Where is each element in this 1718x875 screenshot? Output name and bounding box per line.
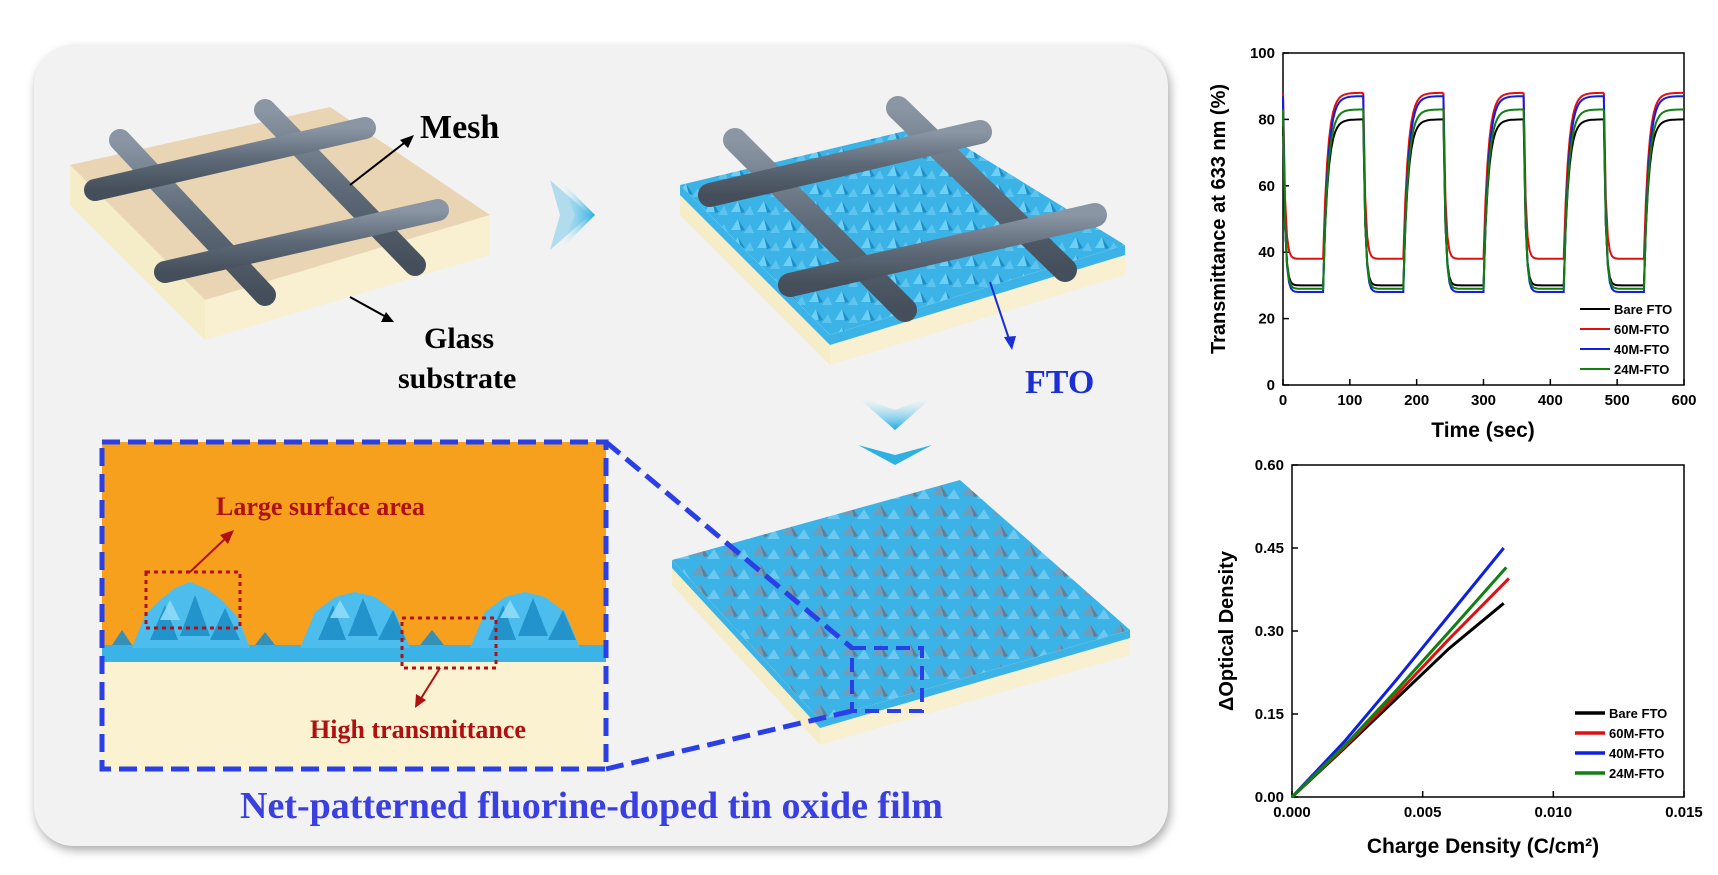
x-tick-label: 0.015 [1665,804,1703,821]
figure-caption: Net-patterned fluorine-doped tin oxide f… [240,785,943,827]
mesh-label: Mesh [420,109,499,146]
surface-area-box [144,570,242,630]
optical-density-chart: 0.000 0.005 0.010 0.015 0.00 0.15 0.30 0.45 0.60… [1216,457,1703,858]
legend-label: Bare FTO [1609,706,1667,721]
transmittance-chart: 0 100 200 300 400 500 600 0 20 40 60 80 100 Bare FTO… [1208,45,1697,442]
series-line [1282,108,1684,290]
chart2-ylabel: ΔOptical Density [1216,550,1238,711]
y-tick-label: 0.15 [1255,706,1284,723]
x-tick-label: 200 [1404,392,1429,409]
x-tick-label: 0.010 [1535,804,1573,821]
y-tick-label: 40 [1258,244,1275,261]
mesh-rod [109,129,276,306]
y-tick-label: 80 [1258,111,1275,128]
y-tick-label: 0.45 [1255,540,1284,557]
x-tick-label: 0.005 [1404,804,1442,821]
inset-frame [99,439,609,772]
mesh-rod [154,199,449,283]
legend-label: 40M-FTO [1614,342,1669,357]
legend-label: 60M-FTO [1614,322,1669,337]
series-line [1290,547,1505,799]
y-tick-label: 0.30 [1255,623,1284,640]
y-tick-label: 60 [1258,178,1275,195]
x-tick-label: 0.000 [1273,804,1311,821]
inset-zoom: Large surface area High transmittance [102,442,606,769]
chart2-xlabel: Charge Density (C/cm²) [1367,835,1599,858]
chart2-frame [1291,464,1685,798]
series-line [1290,566,1508,799]
mesh-rod [84,117,376,201]
glass-substrate-with-mesh [70,99,490,340]
series-line [1282,95,1684,293]
substrate-label: substrate [398,362,516,395]
series-line [1282,118,1684,287]
legend-label: 24M-FTO [1614,362,1669,377]
fto-with-mesh [680,96,1125,365]
x-tick-label: 0 [1279,392,1287,409]
chart1-xlabel: Time (sec) [1431,419,1535,442]
mesh-arrow [349,135,414,186]
zoom-connector [604,440,854,650]
x-tick-label: 300 [1471,392,1496,409]
y-tick-label: 0 [1267,377,1275,394]
legend-label: 60M-FTO [1609,726,1664,741]
process-arrow-down [855,395,935,430]
y-tick-label: 0.60 [1255,457,1284,474]
zoom-connector [605,708,853,772]
process-arrow-right [560,180,595,250]
legend-label: Bare FTO [1614,302,1672,317]
high-transmittance-label: High transmittance [310,715,526,744]
chart1-frame [1282,52,1685,386]
x-tick-label: 400 [1538,392,1563,409]
chart1-ylabel: Transmittance at 633 nm (%) [1208,84,1230,354]
zoom-region [850,646,924,713]
legend-label: 24M-FTO [1609,766,1664,781]
glass-arrow [349,296,394,322]
y-tick-label: 100 [1250,45,1275,62]
x-tick-label: 500 [1605,392,1630,409]
net-patterned-fto-film [672,480,1130,745]
large-surface-label: Large surface area [216,492,425,521]
legend-label: 40M-FTO [1609,746,1664,761]
series-line [1282,91,1684,260]
x-tick-label: 100 [1337,392,1362,409]
fto-label: FTO [1025,364,1094,401]
y-tick-label: 20 [1258,311,1275,328]
x-tick-label: 600 [1671,392,1696,409]
fto-arrow [989,281,1016,350]
glass-label: Glass [424,322,494,355]
y-tick-label: 0.00 [1255,789,1284,806]
